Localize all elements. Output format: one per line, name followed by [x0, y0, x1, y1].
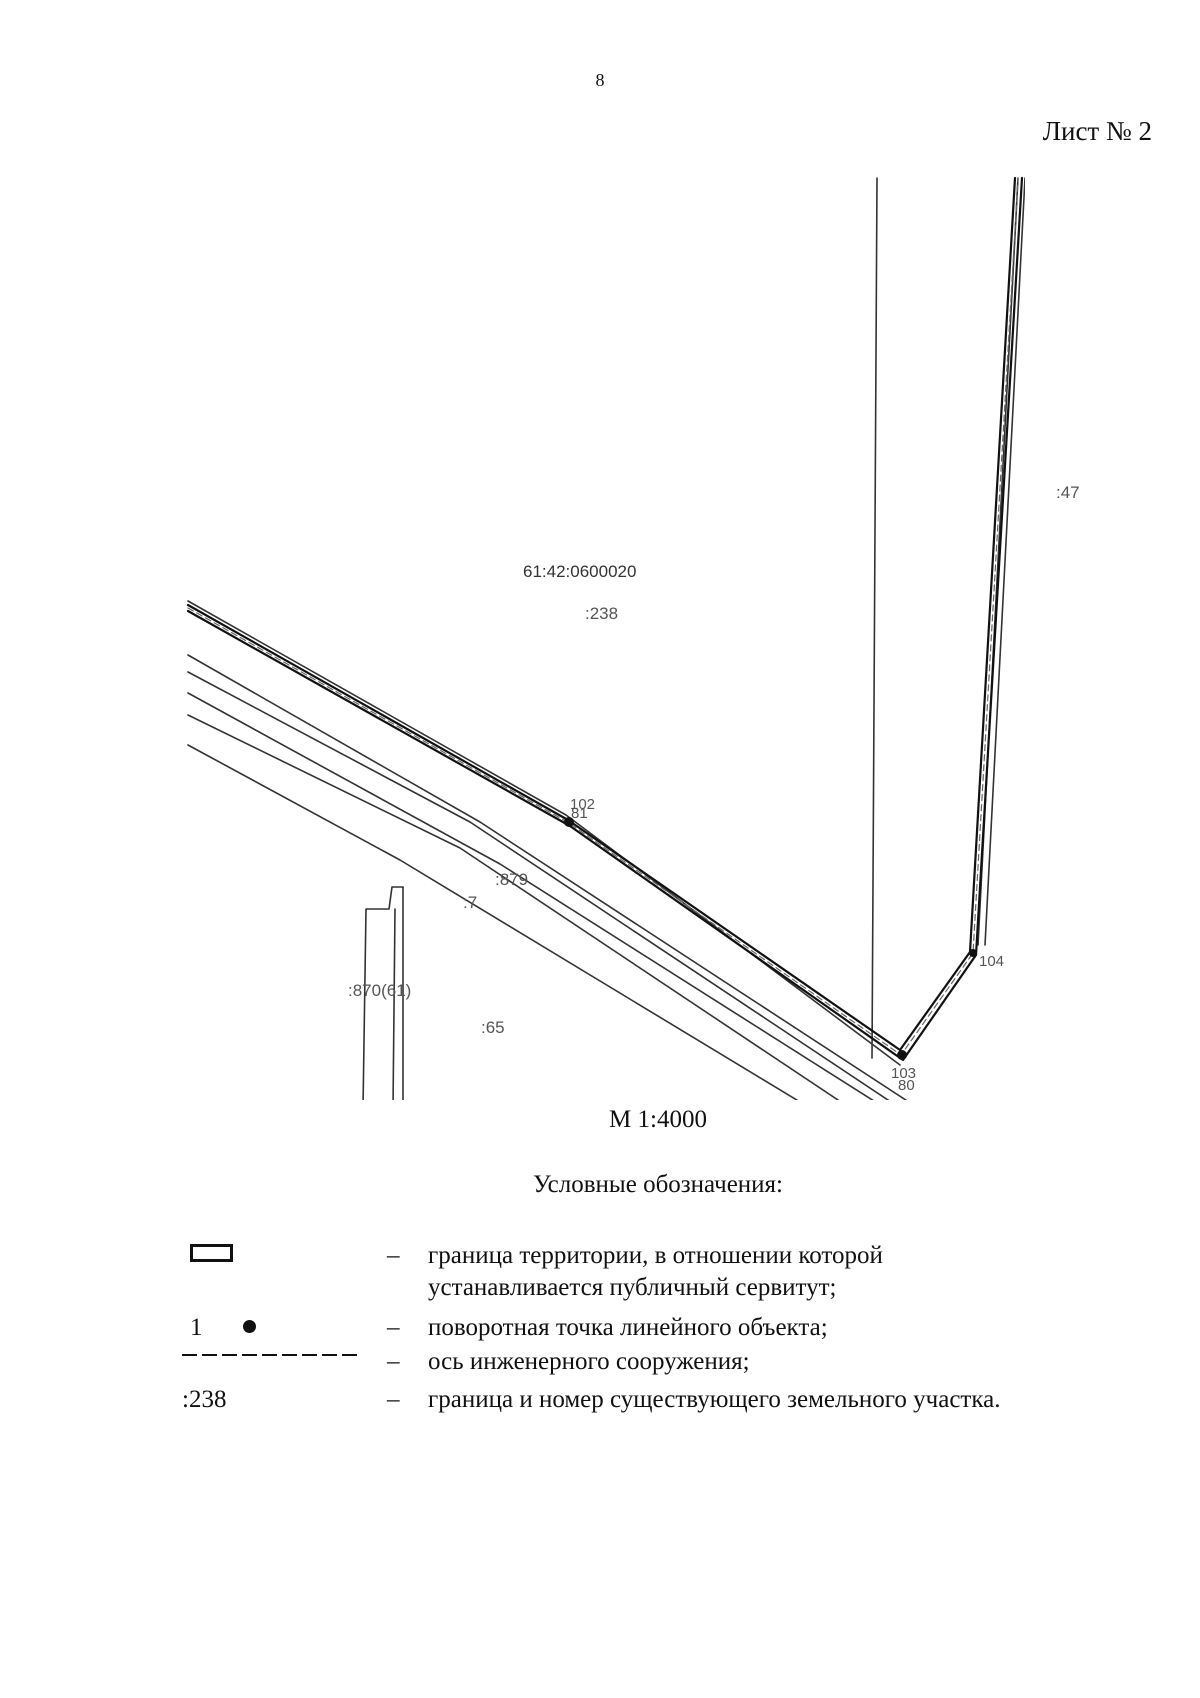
legend-text: ось инженерного сооружения; — [428, 1348, 750, 1375]
cadastral-map: 61:42:0600020 :238 :47 :879 :7 :870(61) … — [186, 176, 1080, 1100]
turning-point-103 — [897, 1050, 907, 1060]
parcel-boundary-line — [187, 671, 890, 1100]
parcel-boundary-line — [187, 692, 874, 1100]
legend-text-line: устанавливается публичный сервитут; — [428, 1274, 837, 1301]
legend-dash: – — [387, 1242, 400, 1269]
parcel-boundary-line — [187, 744, 799, 1100]
parcel-label-7: :7 — [463, 893, 477, 912]
turning-point-104 — [969, 949, 977, 957]
parcel-boundary-lines — [187, 177, 1025, 1100]
servitude-boundary-line — [186, 176, 1024, 1062]
servitude-boundary-line — [186, 176, 1017, 1052]
map-scale: М 1:4000 — [609, 1106, 707, 1133]
legend-dash: – — [387, 1386, 400, 1413]
parcel-boundary-line — [984, 177, 1025, 946]
parcel-boundary-line — [187, 600, 901, 1066]
parcel-boundary-line — [362, 886, 404, 1100]
legend-text: граница и номер существующего земельного… — [428, 1386, 1001, 1413]
parcel-label-47: :47 — [1056, 483, 1080, 502]
parcel-boundary-line — [392, 908, 396, 1100]
legend-text-line: граница территории, в отношении которой — [428, 1242, 883, 1269]
parcel-label-879: :879 — [495, 870, 528, 889]
legend-title: Условные обозначения: — [532, 1171, 784, 1198]
parcel-label-238: :238 — [585, 604, 618, 623]
legend-item-servitude-boundary: – граница территории, в отношении которо… — [0, 1240, 1200, 1304]
rectangle-symbol — [190, 1244, 233, 1262]
servitude-boundary — [186, 176, 1024, 1062]
page-number: 8 — [595, 70, 605, 90]
point-icon — [243, 1320, 256, 1333]
turning-points — [564, 817, 977, 1060]
parcel-boundary-line — [187, 714, 840, 1100]
turning-point-number: 1 — [190, 1314, 203, 1341]
parcel-label-870: :870(61) — [348, 981, 411, 1000]
point-label-104: 104 — [979, 953, 1004, 970]
point-label-102: 102 — [570, 796, 595, 813]
legend-text: поворотная точка линейного объекта; — [428, 1314, 828, 1341]
turning-point-102 — [564, 817, 574, 827]
point-label-103: 103 — [891, 1065, 916, 1082]
sheet-title: Лист № 2 — [1042, 116, 1152, 146]
legend-dash: – — [387, 1314, 400, 1341]
point-label-81: 81 — [571, 805, 588, 822]
dashed-line-icon — [182, 1354, 358, 1356]
parcel-label-65: :65 — [481, 1018, 505, 1037]
parcel-number-symbol: :238 — [182, 1386, 227, 1413]
legend-dash: – — [387, 1348, 400, 1375]
point-label-80: 80 — [898, 1077, 915, 1094]
parcel-boundary-line — [187, 654, 908, 1100]
legend-text: граница территории, в отношении которой … — [428, 1240, 1148, 1304]
quarter-number-label: 61:42:0600020 — [523, 562, 636, 581]
parcel-boundary-line — [871, 177, 878, 1059]
